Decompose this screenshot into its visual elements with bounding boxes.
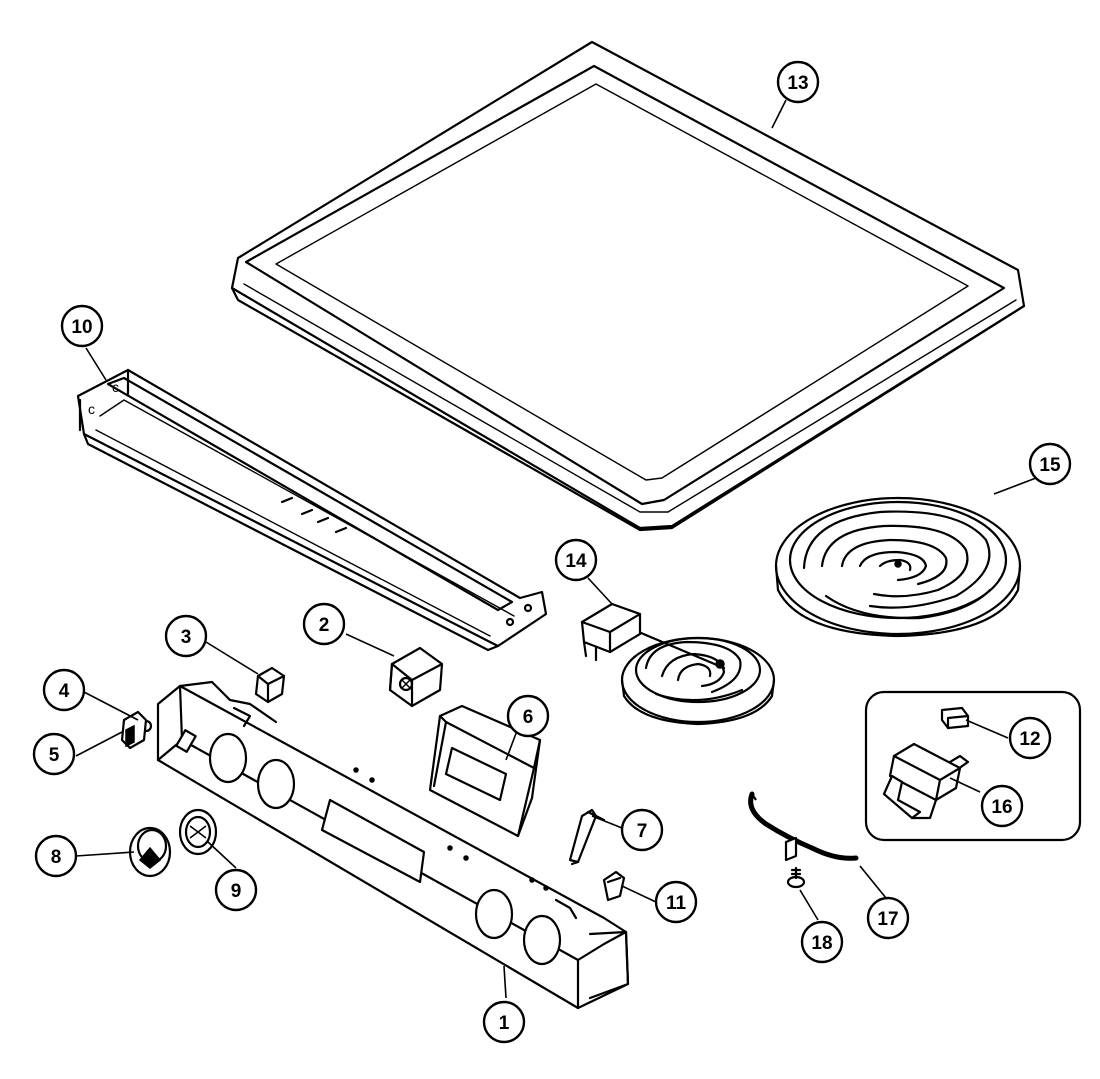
knob-bezel-part — [178, 808, 218, 856]
callout-13-label: 13 — [787, 73, 808, 94]
callout-4: 4 — [42, 668, 86, 712]
callout-10: 10 — [60, 304, 104, 348]
svg-text:c: c — [112, 379, 119, 395]
callout-17-label: 17 — [877, 909, 898, 930]
callout-12: 12 — [1008, 716, 1052, 760]
callout-2: 2 — [302, 602, 346, 646]
screw-part — [786, 866, 806, 889]
callout-5-label: 5 — [49, 745, 60, 766]
callout-6: 6 — [506, 694, 550, 738]
clip-bracket-part — [568, 808, 606, 866]
callout-12-label: 12 — [1019, 729, 1040, 750]
callout-18-label: 18 — [811, 933, 832, 954]
callout-5: 5 — [32, 732, 76, 776]
retainer-clip-part — [602, 870, 626, 902]
callout-16: 16 — [980, 784, 1024, 828]
callout-15-label: 15 — [1039, 455, 1061, 476]
callout-15: 15 — [1028, 442, 1072, 486]
callout-7-label: 7 — [637, 821, 648, 842]
callout-11-label: 11 — [666, 893, 687, 914]
callout-11: 11 — [654, 880, 698, 924]
callout-1-label: 1 — [499, 1013, 510, 1034]
wire-harness-part — [748, 791, 859, 862]
support-bracket-part: c c — [76, 368, 548, 652]
callout-2-label: 2 — [319, 615, 330, 636]
callout-3-label: 3 — [181, 627, 192, 648]
callout-1: 1 — [482, 1000, 526, 1044]
leader-lines — [75, 99, 1037, 999]
callout-3: 3 — [164, 614, 208, 658]
svg-text:c: c — [88, 401, 95, 417]
callout-17: 17 — [866, 896, 910, 940]
large-surface-element-part — [774, 496, 1022, 638]
callout-8-label: 8 — [51, 847, 62, 868]
callout-labels: 1 2 3 4 5 6 7 8 9 10 11 12 13 14 15 16 1… — [32, 60, 1072, 1044]
callout-9: 9 — [214, 868, 258, 912]
control-module-part — [428, 704, 542, 838]
callout-14: 14 — [554, 538, 598, 582]
callout-10-label: 10 — [71, 317, 92, 338]
callout-16-label: 16 — [991, 797, 1012, 818]
callout-14-label: 14 — [565, 551, 587, 572]
small-surface-element-part — [580, 602, 776, 726]
inset-parts-box — [864, 690, 1082, 842]
small-switch-part — [254, 666, 286, 704]
control-knob-part — [128, 826, 172, 878]
callout-6-label: 6 — [523, 707, 534, 728]
callout-9-label: 9 — [231, 881, 242, 902]
callout-8: 8 — [34, 834, 78, 878]
control-panel-part — [156, 680, 630, 1010]
switch-block-part — [388, 646, 444, 708]
rocker-switch-part — [120, 710, 148, 750]
callout-18: 18 — [800, 920, 844, 964]
callout-4-label: 4 — [59, 681, 70, 702]
cooktop-top-part — [230, 40, 1026, 532]
callout-7: 7 — [620, 808, 664, 852]
callout-13: 13 — [776, 60, 820, 104]
